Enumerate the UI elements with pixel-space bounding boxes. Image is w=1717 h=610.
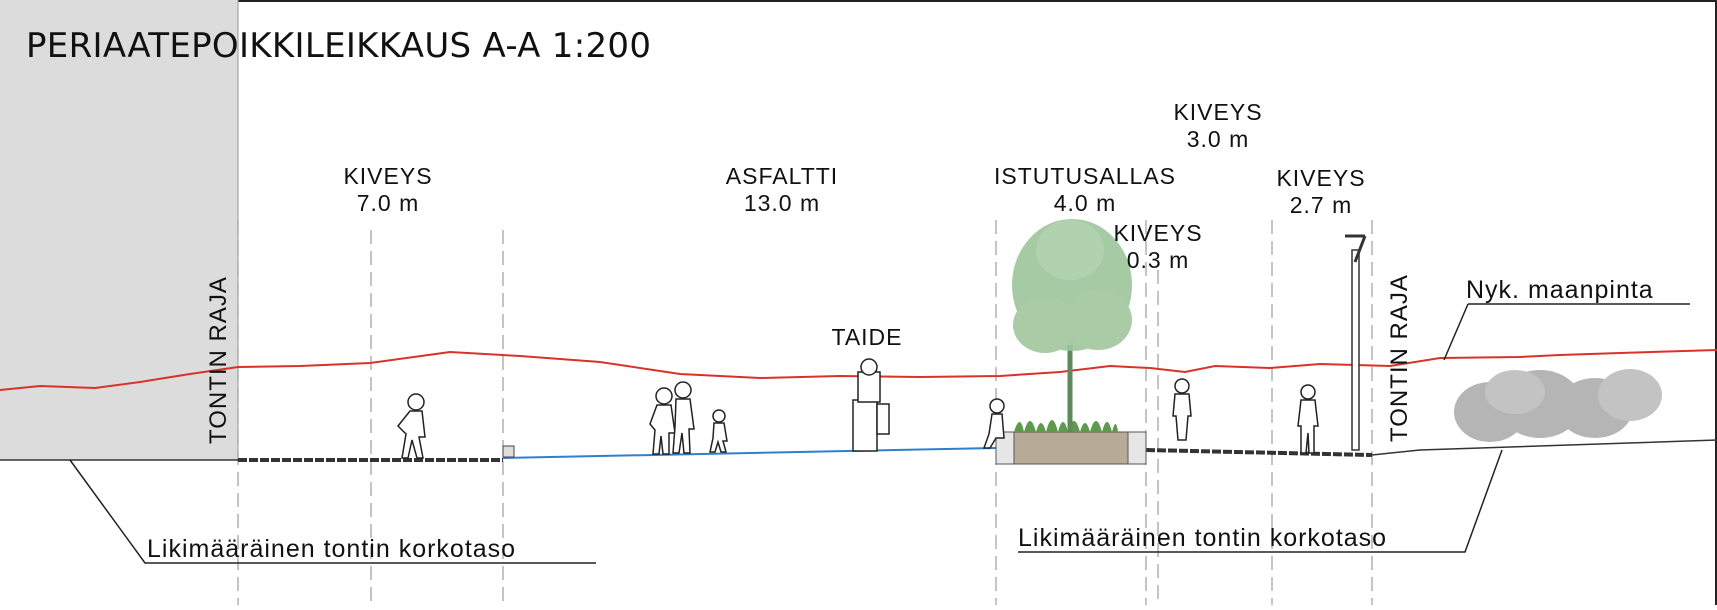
zone-label-asphalt: ASFALTTI 13.0 m <box>726 163 838 217</box>
plot-boundary-label-left: TONTIN RAJA <box>205 276 232 444</box>
zone-label-planter: ISTUTUSALLAS 4.0 m <box>994 163 1176 217</box>
zone-width: 2.7 m <box>1289 192 1353 218</box>
asphalt-line <box>502 447 997 459</box>
plot-level-label-left: Likimääräinen tontin korkotaso <box>147 535 517 563</box>
drawing-title: PERIAATEPOIKKILEIKKAUS A-A 1:200 <box>26 26 652 66</box>
lamp-post <box>1345 234 1367 451</box>
existing-ground-label: Nyk. maanpinta <box>1466 276 1654 304</box>
paving-right <box>1145 448 1373 457</box>
plot-level-left-leader <box>69 459 596 564</box>
planter-edge-left <box>995 431 1015 465</box>
zone-width: 7.0 m <box>356 190 420 216</box>
plot-level-label-right: Likimääräinen tontin korkotaso <box>1018 524 1388 552</box>
zone-material: KIVEYS <box>1173 99 1263 125</box>
art-sculpture <box>852 358 890 452</box>
art-label: TAIDE <box>831 324 903 350</box>
plot-boundary-label-right: TONTIN RAJA <box>1386 274 1413 442</box>
ground-line-right <box>1371 439 1717 456</box>
existing-ground-leader <box>1443 303 1469 361</box>
zone-width: 4.0 m <box>1053 190 1117 216</box>
person-walking-left <box>396 393 426 459</box>
zone-width: 13.0 m <box>743 190 821 216</box>
existing-ground-line <box>0 349 1717 391</box>
cyclist <box>1172 378 1192 441</box>
plot-level-right-leader <box>1018 449 1503 553</box>
zone-label-paving-3-0: KIVEYS 3.0 m <box>1173 99 1262 153</box>
planter-edge-right <box>1127 431 1147 465</box>
person-standing <box>1297 384 1319 454</box>
zone-label-paving-0-3: KIVEYS 0.3 m <box>1113 220 1202 274</box>
family-group <box>649 381 728 455</box>
building-shaded-area <box>0 0 238 460</box>
zone-width: 3.0 m <box>1186 126 1250 152</box>
people-silhouettes <box>396 378 1319 459</box>
shrubs <box>1454 369 1662 442</box>
zone-label-paving-left: KIVEYS 7.0 m <box>343 163 432 217</box>
zone-label-paving-right: KIVEYS 2.7 m <box>1276 165 1365 219</box>
zone-material: KIVEYS <box>1113 220 1203 246</box>
curb-stone <box>502 445 515 458</box>
zone-material: ASFALTTI <box>725 163 839 189</box>
tree <box>1012 219 1132 432</box>
zone-material: ISTUTUSALLAS <box>994 163 1176 189</box>
planter-grass <box>1014 420 1118 432</box>
planter-soil <box>1013 431 1129 465</box>
zone-material: KIVEYS <box>1276 165 1366 191</box>
person-sitting <box>982 398 1005 449</box>
zone-material: KIVEYS <box>343 163 433 189</box>
zone-width: 0.3 m <box>1126 247 1190 273</box>
